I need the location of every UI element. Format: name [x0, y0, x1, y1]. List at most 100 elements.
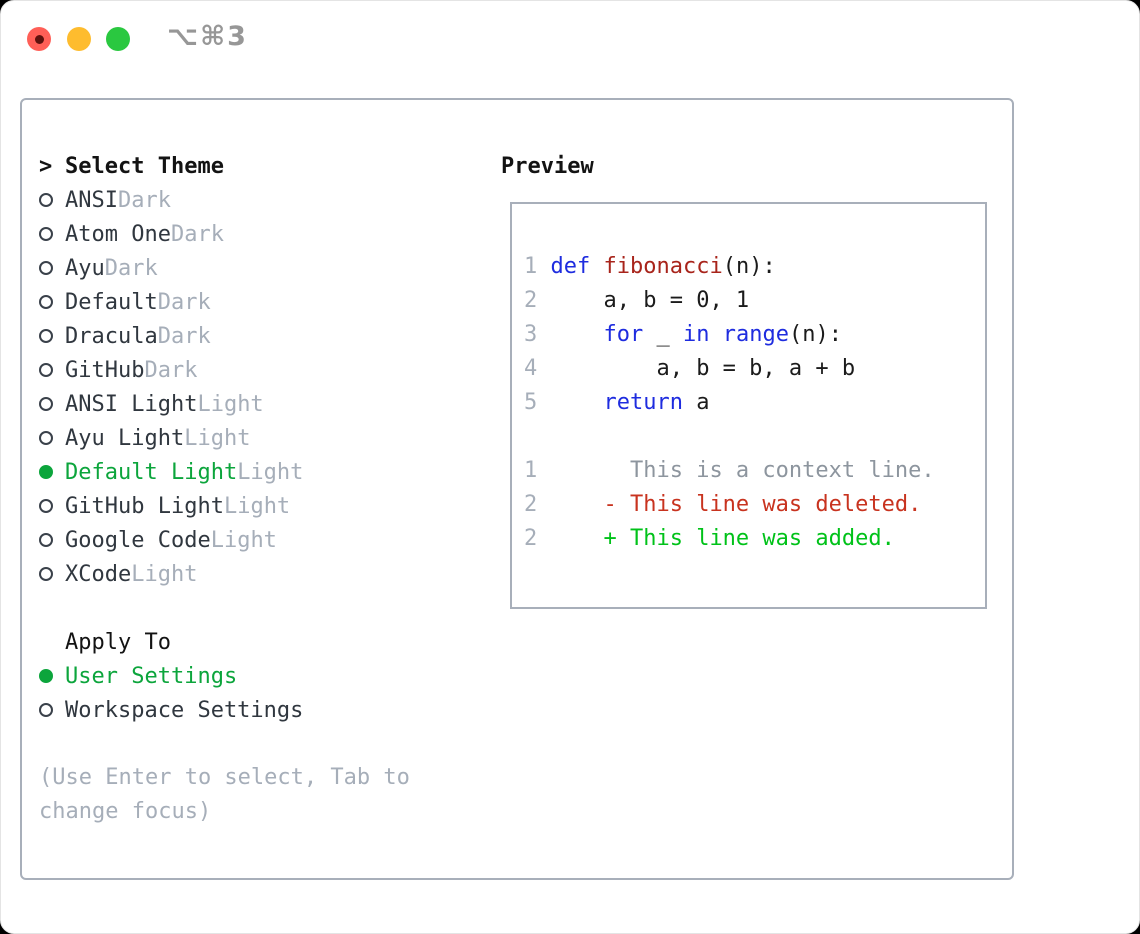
theme-option-ansi-dark[interactable]: ANSI Dark — [39, 183, 489, 217]
selected-radio-icon — [39, 669, 65, 683]
code-token — [551, 322, 604, 347]
titlebar: ⌥⌘3 — [1, 1, 1139, 77]
theme-variant-tag: Light — [237, 459, 304, 485]
code-line: 2 a, b = 0, 1 — [524, 284, 985, 318]
diff-context-line: 1 This is a context line. — [524, 454, 985, 488]
code-token: (n): — [788, 322, 842, 347]
code-token: range — [722, 322, 789, 347]
spacer — [39, 727, 489, 761]
code-token — [551, 390, 604, 415]
radio-icon — [39, 499, 65, 513]
line-number: 4 — [524, 356, 538, 381]
theme-name: Ayu — [65, 255, 105, 281]
theme-name: XCode — [65, 561, 132, 587]
theme-variant-tag: Light — [184, 425, 251, 451]
theme-option-ayu-light-light[interactable]: Ayu Light Light — [39, 421, 489, 455]
line-number: 1 — [524, 254, 538, 279]
theme-option-atom-one-dark[interactable]: Atom One Dark — [39, 217, 489, 251]
theme-option-xcode-light[interactable]: XCode Light — [39, 557, 489, 591]
window-title: ⌥⌘3 — [167, 21, 248, 52]
theme-option-dracula-dark[interactable]: Dracula Dark — [39, 319, 489, 353]
line-number: 5 — [524, 390, 538, 415]
theme-name: ANSI — [65, 187, 118, 213]
radio-icon — [39, 567, 65, 581]
preview-header: Preview — [501, 149, 594, 183]
theme-variant-tag: Light — [223, 493, 291, 519]
theme-name: Default — [65, 289, 158, 315]
minimize-button[interactable] — [67, 27, 91, 51]
zoom-button[interactable] — [106, 27, 130, 51]
line-number: 1 — [524, 458, 538, 483]
radio-icon — [39, 703, 65, 717]
radio-icon — [39, 329, 65, 343]
theme-picker-panel — [20, 98, 1014, 880]
radio-icon — [39, 397, 65, 411]
code-token: def — [550, 254, 591, 279]
code-line: 4 a, b = b, a + b — [524, 352, 985, 386]
line-number: 3 — [524, 322, 538, 347]
hint-text: (Use Enter to select, Tab to change focu… — [39, 765, 410, 824]
unsaved-indicator-dot — [34, 34, 44, 44]
apply-to-header: Apply To — [39, 625, 489, 659]
theme-variant-tag: Dark — [104, 255, 158, 281]
theme-option-google-code-light[interactable]: Google Code Light — [39, 523, 489, 557]
code-token — [590, 254, 603, 279]
radio-icon — [39, 295, 65, 309]
theme-option-default-light-light[interactable]: Default Light Light — [39, 455, 489, 489]
theme-variant-tag: Light — [197, 391, 264, 417]
radio-icon — [39, 227, 65, 241]
theme-name: ANSI Light — [65, 391, 198, 417]
code-token — [709, 322, 722, 347]
theme-name: Atom One — [65, 221, 171, 247]
theme-variant-tag: Dark — [157, 289, 211, 315]
code-token: - This line was deleted. — [550, 492, 922, 517]
code-line: 5 return a — [524, 386, 985, 420]
code-token: a — [682, 390, 710, 415]
blank-line — [524, 420, 985, 454]
spacer — [39, 591, 489, 625]
code-token: This is a context line. — [550, 458, 935, 483]
code-line: 3 for _ in range(n): — [524, 318, 985, 352]
theme-variant-tag: Light — [210, 527, 277, 553]
theme-name: Dracula — [65, 323, 158, 349]
line-number: 2 — [524, 288, 538, 313]
apply-option-label: User Settings — [65, 663, 238, 689]
theme-option-default-dark[interactable]: Default Dark — [39, 285, 489, 319]
radio-icon — [39, 431, 65, 445]
line-number: 2 — [524, 526, 538, 551]
apply-option-label: Workspace Settings — [65, 697, 304, 723]
close-button[interactable] — [27, 27, 51, 51]
code-token: (n): — [722, 254, 776, 279]
preview-title-label: Preview — [501, 153, 594, 179]
code-token: + This line was added. — [550, 526, 895, 551]
theme-option-ansi-light-light[interactable]: ANSI Light Light — [39, 387, 489, 421]
code-token: _ — [643, 322, 683, 347]
theme-option-github-light-light[interactable]: GitHub Light Light — [39, 489, 489, 523]
diff-added-line: 2 + This line was added. — [524, 522, 985, 556]
prompt-icon: > — [39, 153, 53, 179]
theme-name: Ayu Light — [65, 425, 185, 451]
theme-variant-tag: Light — [131, 561, 198, 587]
theme-option-github-dark[interactable]: GitHub Dark — [39, 353, 489, 387]
theme-variant-tag: Dark — [157, 323, 211, 349]
theme-list-header: > Select Theme — [39, 149, 489, 183]
apply-option-workspace-settings[interactable]: Workspace Settings — [39, 693, 489, 727]
apply-option-user-settings[interactable]: User Settings — [39, 659, 489, 693]
radio-icon — [39, 193, 65, 207]
code-token: a, b = 0, 1 — [550, 288, 750, 313]
theme-name: GitHub — [65, 357, 145, 383]
radio-icon — [39, 363, 65, 377]
radio-icon — [39, 533, 65, 547]
code-line: 1 def fibonacci(n): — [524, 250, 985, 284]
theme-option-ayu-dark[interactable]: Ayu Dark — [39, 251, 489, 285]
theme-variant-tag: Dark — [117, 187, 171, 213]
theme-name: Google Code — [65, 527, 211, 553]
code-token: fibonacci — [603, 254, 723, 279]
radio-icon — [39, 261, 65, 275]
